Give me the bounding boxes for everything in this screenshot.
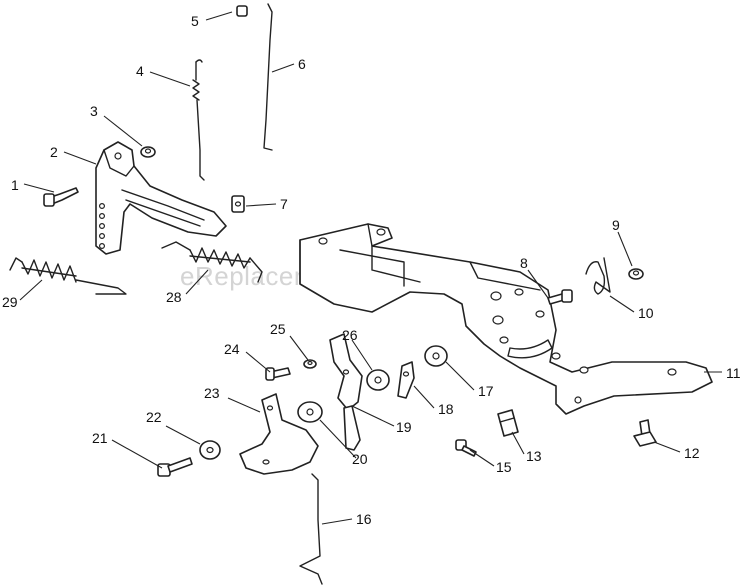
part-11-main-bracket xyxy=(299,223,713,415)
part-23-bracket xyxy=(239,393,319,475)
part-17-washer xyxy=(424,345,448,367)
callout-16: 16 xyxy=(356,511,372,527)
part-12-bolt xyxy=(633,419,657,447)
callout-18: 18 xyxy=(438,401,454,417)
callout-25: 25 xyxy=(270,321,286,337)
part-10-spring xyxy=(585,257,611,295)
callout-22: 22 xyxy=(146,409,162,425)
callout-6: 6 xyxy=(298,56,306,72)
callout-8: 8 xyxy=(520,255,528,271)
part-9-nut xyxy=(628,268,644,280)
callout-17: 17 xyxy=(478,383,494,399)
callout-24: 24 xyxy=(224,341,240,357)
part-6-rod xyxy=(263,3,273,151)
callout-10: 10 xyxy=(638,305,654,321)
callout-13: 13 xyxy=(526,448,542,464)
leader-lines xyxy=(19,11,722,525)
callout-23: 23 xyxy=(204,385,220,401)
callout-20: 20 xyxy=(352,451,368,467)
part-22-washer xyxy=(199,440,221,460)
callout-11: 11 xyxy=(726,365,741,381)
callout-26: 26 xyxy=(342,327,358,343)
callout-5: 5 xyxy=(191,13,199,29)
part-13-clip xyxy=(497,409,519,437)
part-25-nut xyxy=(303,359,317,369)
callout-3: 3 xyxy=(90,103,98,119)
callout-15: 15 xyxy=(496,459,512,475)
callout-labels: 1 2 3 4 5 6 7 8 9 10 11 12 13 15 16 17 1… xyxy=(2,13,741,527)
part-8-bolt xyxy=(547,289,573,305)
callout-29: 29 xyxy=(2,294,18,310)
callout-9: 9 xyxy=(612,217,620,233)
part-20-plate xyxy=(343,405,361,451)
callout-7: 7 xyxy=(280,196,288,212)
part-3-nut xyxy=(140,146,156,158)
callout-4: 4 xyxy=(136,63,144,79)
callout-12: 12 xyxy=(684,445,700,461)
callout-21: 21 xyxy=(92,430,108,446)
part-4-spring-link xyxy=(192,59,205,181)
part-26-washer xyxy=(366,369,390,391)
part-29-spring xyxy=(9,257,127,295)
part-7-swivel xyxy=(231,195,245,213)
part-15-screw xyxy=(455,439,477,457)
part-19-bracket xyxy=(329,333,363,411)
callout-28: 28 xyxy=(166,289,182,305)
part-5-nut xyxy=(236,5,248,17)
part-1-bolt xyxy=(43,187,79,207)
part-21-bolt xyxy=(157,457,193,477)
part-20-washer xyxy=(297,401,323,423)
part-2-control-lever xyxy=(95,141,227,255)
part-16-rod xyxy=(299,473,323,585)
part-24-screw xyxy=(265,367,291,381)
callout-19: 19 xyxy=(396,419,412,435)
callout-2: 2 xyxy=(50,144,58,160)
part-18-bracket xyxy=(397,361,415,399)
part-28-spring xyxy=(161,241,263,283)
callout-1: 1 xyxy=(11,177,19,193)
